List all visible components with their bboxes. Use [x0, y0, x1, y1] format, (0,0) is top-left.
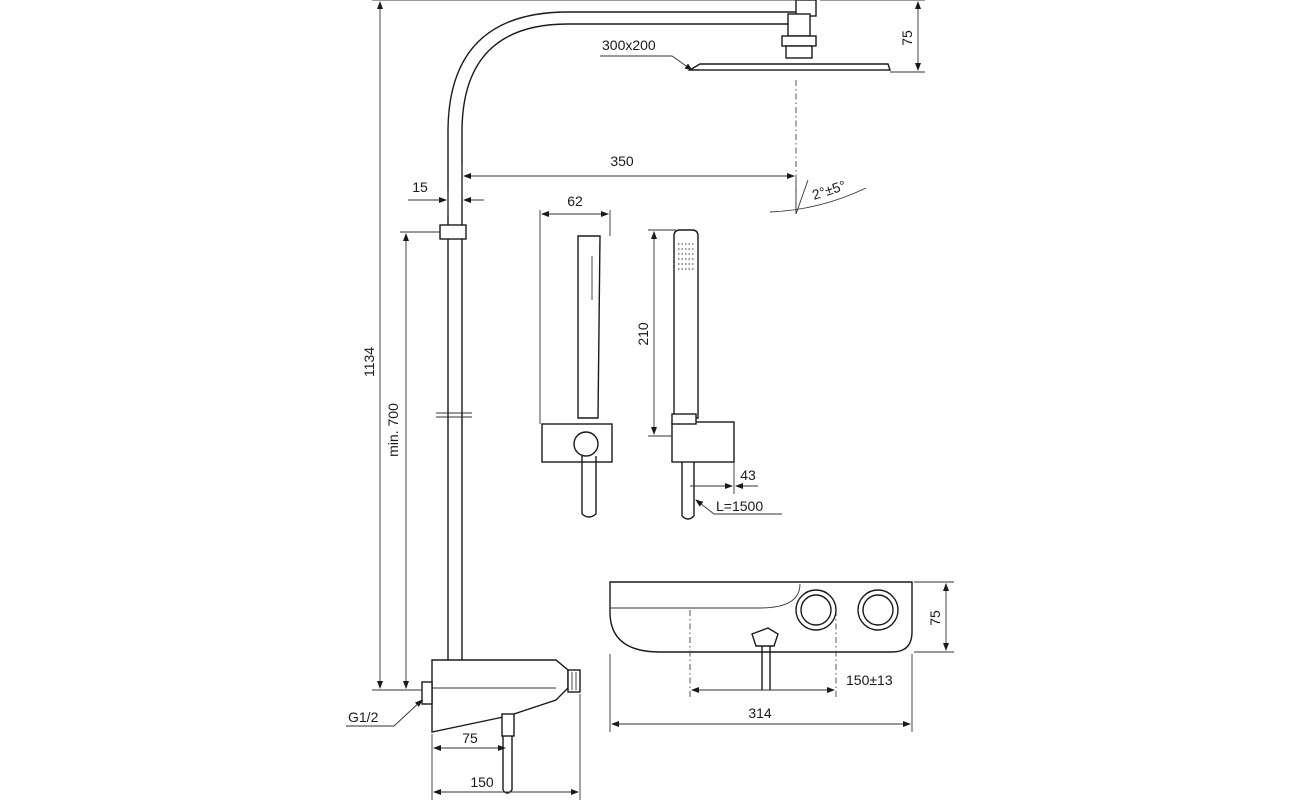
- dim-holder-width: 62: [539, 193, 611, 424]
- dim-rail-offset-label: 15: [412, 179, 428, 195]
- dim-handshower-length-label: 210: [635, 322, 651, 346]
- label-hose-length-text: L=1500: [716, 498, 763, 514]
- dim-total-height-label: 1134: [361, 347, 377, 377]
- dim-rail-offset: 15: [408, 179, 484, 215]
- dim-mixer-height: 75: [914, 581, 954, 653]
- label-head-size-text: 300x200: [602, 37, 656, 53]
- dim-total-height: 1134: [361, 0, 800, 691]
- label-head-size: 300x200: [600, 37, 693, 71]
- hand-shower-front-view: [671, 229, 735, 520]
- dim-outlet-offset-label: 75: [462, 730, 478, 746]
- label-connection-thread: G1/2: [346, 699, 423, 727]
- dim-holder-offset: 43: [690, 462, 758, 494]
- dim-inlet-spacing-label: 150±13: [846, 672, 893, 688]
- dim-handshower-length: 210: [635, 229, 676, 437]
- dim-arm-reach-label: 350: [610, 153, 634, 169]
- spray-nozzle-grid: [678, 243, 694, 270]
- dim-holder-offset-label: 43: [740, 467, 756, 483]
- dim-head-height: 75: [820, 0, 925, 73]
- mixer-front-view: [609, 581, 913, 700]
- hand-shower-side-view: [541, 235, 613, 518]
- dim-mixer-width-label: 314: [748, 705, 772, 721]
- shower-column: [436, 0, 817, 660]
- dim-min-height-label: min. 700: [385, 403, 401, 457]
- dim-inlet-spacing: 150±13: [691, 672, 893, 693]
- dim-holder-width-label: 62: [567, 193, 583, 209]
- dim-outlet-offset: 75: [431, 730, 506, 800]
- dim-arm-reach: 350: [461, 153, 795, 200]
- dim-head-tilt-label: 2°±5°: [810, 177, 848, 203]
- dim-mixer-width: 314: [609, 654, 913, 732]
- label-connection-thread-text: G1/2: [348, 709, 379, 725]
- dim-mixer-depth-label: 150: [470, 774, 494, 790]
- dim-head-tilt: 2°±5°: [769, 177, 867, 215]
- dim-head-height-label: 75: [899, 30, 915, 46]
- dim-mixer-height-label: 75: [927, 610, 943, 626]
- mixer-side-view: [421, 659, 581, 794]
- overhead-shower-head: [687, 13, 891, 215]
- dim-mixer-depth: 150: [433, 694, 581, 800]
- label-hose-length: L=1500: [695, 498, 782, 515]
- dim-min-height: min. 700: [385, 231, 440, 689]
